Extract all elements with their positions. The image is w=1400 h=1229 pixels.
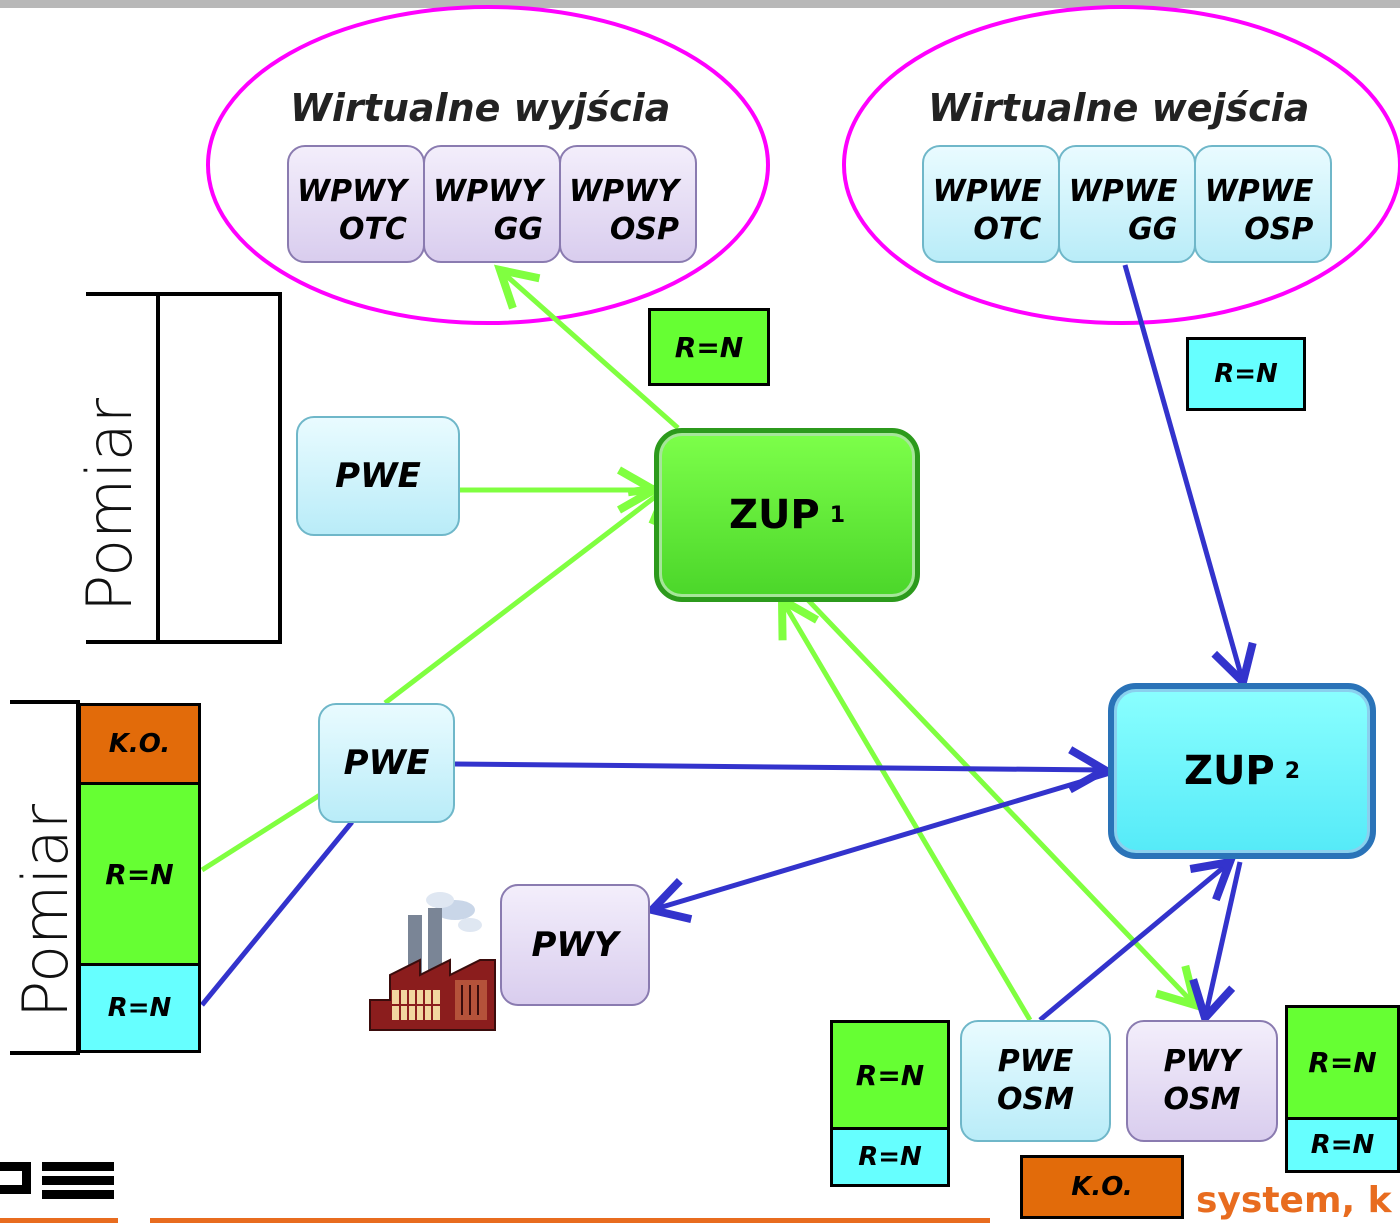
wpwe-gg-line2: GG bbox=[1128, 212, 1178, 247]
rn-label-zup2-input: R=N bbox=[1186, 337, 1306, 411]
rn-osm-right-cyan: R=N bbox=[1285, 1117, 1400, 1173]
virtual-inputs-title: Wirtualne wejścia bbox=[928, 86, 1310, 130]
wpwy-osp-line1: WPWY bbox=[569, 174, 679, 209]
arrow-zup2-to-pwy-osm bbox=[1189, 861, 1243, 1026]
pwe-osm-line2: OSM bbox=[997, 1082, 1074, 1117]
virtual-outputs-title: Wirtualne wyjścia bbox=[290, 86, 671, 130]
wpwe-otc-line1: WPWE bbox=[932, 174, 1042, 209]
top-bar bbox=[0, 0, 1400, 8]
arrow-zup2-to-pwy bbox=[644, 770, 1111, 924]
factory-icon bbox=[369, 892, 496, 1031]
rn-osm-left-cyan: R=N bbox=[830, 1127, 950, 1187]
footer-text: system, k bbox=[1196, 1180, 1392, 1221]
rn-left-cyan: R=N bbox=[78, 963, 201, 1053]
zup1-box: ZUP 1 bbox=[654, 428, 920, 602]
rn-label-zup1-output: R=N bbox=[648, 308, 770, 386]
pwe-osm-box: PWE OSM bbox=[960, 1020, 1111, 1142]
footer-line-orange bbox=[150, 1218, 990, 1223]
arrow-wpwe-gg-to-zup2 bbox=[1122, 264, 1257, 690]
arrow-zup1-to-pwy-osm bbox=[806, 598, 1201, 1011]
wpwy-osp-line2: OSP bbox=[609, 212, 679, 247]
wpwe-gg-line1: WPWE bbox=[1068, 174, 1178, 209]
wpwy-gg-line1: WPWY bbox=[433, 174, 543, 209]
zup2-subscript: 2 bbox=[1284, 758, 1301, 784]
pwe-top-box: PWE bbox=[296, 416, 460, 536]
arrow-pwe-mid-to-zup2 bbox=[454, 746, 1114, 794]
rn-left-green: R=N bbox=[78, 782, 201, 966]
arrow-pwe-mid-to-zup1 bbox=[383, 482, 675, 705]
wpwy-otc-line1: WPWY bbox=[297, 174, 407, 209]
zup1-label: ZUP bbox=[728, 492, 820, 538]
pwe-osm-line1: PWE bbox=[997, 1044, 1074, 1079]
pomiar-label-bottom: Pomiar bbox=[9, 803, 82, 1019]
footer-line-orange-left bbox=[0, 1218, 118, 1223]
pwe-mid-box: PWE bbox=[318, 703, 455, 823]
zup2-label: ZUP bbox=[1183, 748, 1275, 794]
arrow-pwe-osm-to-zup2 bbox=[1038, 856, 1237, 1022]
pwy-osm-box: PWY OSM bbox=[1126, 1020, 1278, 1142]
pomiar-bracket-top bbox=[86, 292, 282, 644]
wpwe-osp-line2: OSP bbox=[1244, 212, 1314, 247]
wpwy-gg-line2: GG bbox=[493, 212, 543, 247]
line-rn-green-to-pwe-mid bbox=[200, 792, 322, 873]
ko-left: K.O. bbox=[78, 703, 201, 785]
virtual-inputs-ellipse bbox=[842, 5, 1400, 325]
arrow-pwe-osm-to-zup1 bbox=[777, 593, 1033, 1022]
pwy-osm-line2: OSM bbox=[1163, 1082, 1241, 1117]
wpwe-otc-line2: OTC bbox=[973, 212, 1042, 247]
wpwy-otc-line2: OTC bbox=[338, 212, 407, 247]
line-rn-cyan-to-pwe-mid bbox=[200, 820, 354, 1007]
rn-osm-left-green: R=N bbox=[830, 1020, 950, 1130]
pwy-box: PWY bbox=[500, 884, 650, 1006]
virtual-outputs-ellipse bbox=[206, 5, 770, 325]
arrow-zup1-to-wpwy-gg bbox=[493, 264, 680, 430]
zup1-subscript: 1 bbox=[829, 502, 846, 528]
logo-fragment bbox=[0, 1162, 114, 1199]
pwy-osm-line1: PWY bbox=[1163, 1044, 1241, 1079]
rn-osm-right-green: R=N bbox=[1285, 1005, 1400, 1120]
wpwe-osp-line1: WPWE bbox=[1204, 174, 1314, 209]
ko-bottom: K.O. bbox=[1020, 1155, 1184, 1219]
pomiar-label-top: Pomiar bbox=[73, 397, 146, 613]
zup2-box: ZUP 2 bbox=[1108, 683, 1376, 859]
